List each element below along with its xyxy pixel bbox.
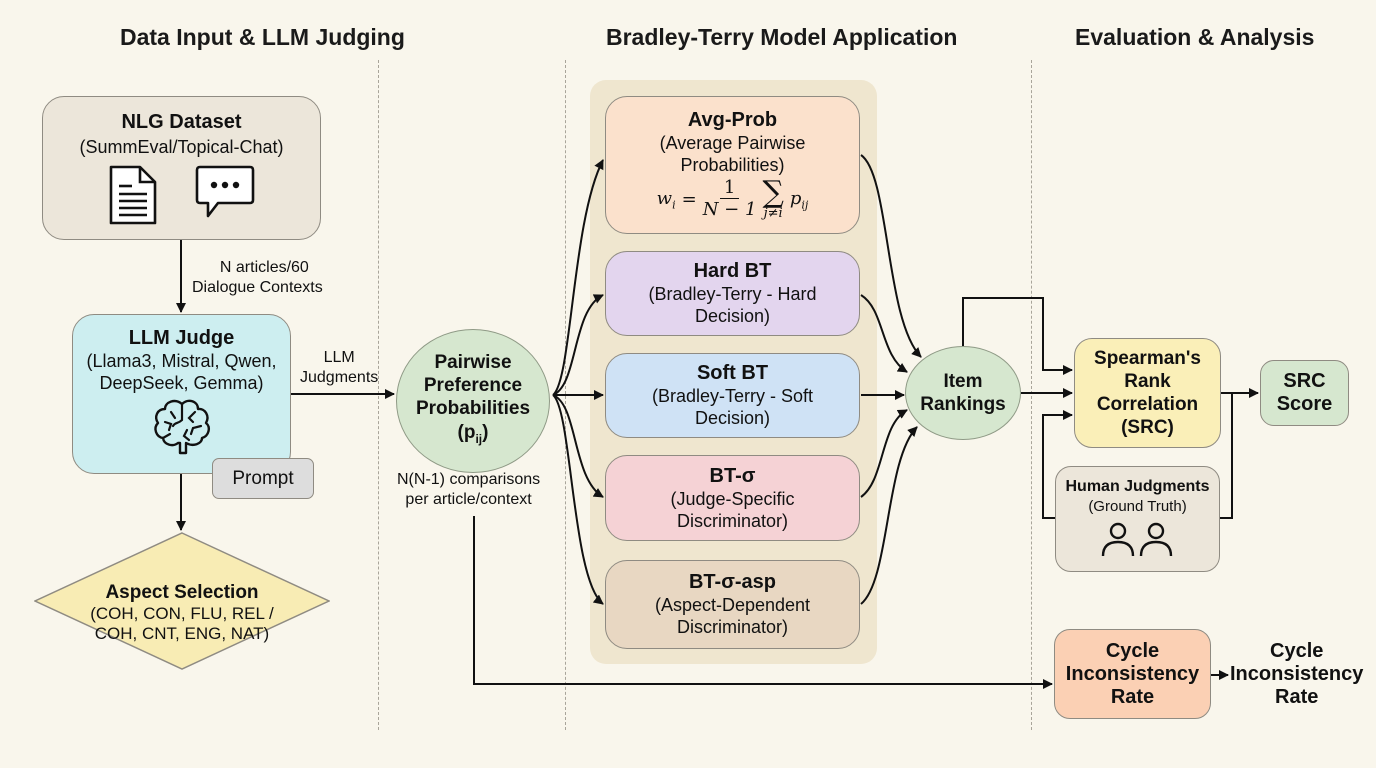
- pairwise-symbol: (pij): [457, 421, 489, 446]
- prompt-node[interactable]: Prompt: [212, 458, 314, 499]
- src-score-label: SRC: [1283, 370, 1326, 392]
- soft-bt-desc: Decision): [694, 408, 771, 428]
- bt-sigma-asp-desc: Discriminator): [676, 617, 788, 637]
- spearman-label: Correlation: [1096, 394, 1199, 415]
- pairwise-label: Probabilities: [415, 397, 531, 419]
- edge-label-llm-judgments: LLM Judgments: [300, 349, 379, 386]
- spearman-label: Rank: [1124, 371, 1171, 392]
- bt-sigma-asp-desc: (Aspect-Dependent: [654, 595, 811, 615]
- item-rankings-label: Item: [943, 371, 983, 392]
- people-icon: [1101, 522, 1172, 557]
- item-rankings-label: Rankings: [920, 394, 1006, 415]
- human-judgments-title: Human Judgments: [1065, 478, 1210, 495]
- avg-prob-desc: Probabilities): [680, 155, 785, 175]
- brain-icon: [153, 399, 210, 455]
- soft-bt-title: Soft BT: [696, 362, 769, 384]
- hard-bt-title: Hard BT: [693, 260, 772, 282]
- chat-bubble-icon: [195, 165, 254, 218]
- llm-judge-models: DeepSeek, Gemma): [99, 373, 264, 393]
- soft-bt-node[interactable]: Soft BT (Bradley-Terry - Soft Decision): [605, 353, 860, 438]
- nlg-dataset-subtitle: (SummEval/Topical-Chat): [79, 137, 284, 157]
- nlg-dataset-node[interactable]: NLG Dataset (SummEval/Topical-Chat): [42, 96, 321, 240]
- item-rankings-node[interactable]: Item Rankings: [905, 346, 1021, 440]
- aspect-selection-line1: (COH, CON, FLU, REL /: [90, 604, 274, 623]
- edge-label-comparisons: N(N-1) comparisons per article/context: [397, 471, 541, 508]
- bt-sigma-asp-node[interactable]: BT-σ-asp (Aspect-Dependent Discriminator…: [605, 560, 860, 649]
- llm-judge-models: (Llama3, Mistral, Qwen,: [86, 351, 277, 371]
- cycle-box-label: Rate: [1110, 685, 1155, 708]
- bt-sigma-desc: Discriminator): [676, 510, 788, 531]
- section-title-data-input: Data Input & LLM Judging: [120, 24, 405, 50]
- document-icon: [109, 165, 156, 225]
- soft-bt-desc: (Bradley-Terry - Soft: [651, 386, 814, 406]
- hard-bt-desc: (Bradley-Terry - Hard: [648, 284, 817, 304]
- line-human-to-src: [1220, 393, 1233, 519]
- avg-prob-node[interactable]: Avg-Prob (Average Pairwise Probabilities…: [605, 96, 860, 234]
- aspect-selection-line2: COH, CNT, ENG, NAT): [94, 624, 270, 643]
- cycle-inconsistency-output: Cycle Inconsistency Rate: [1230, 640, 1364, 708]
- hard-bt-node[interactable]: Hard BT (Bradley-Terry - Hard Decision): [605, 251, 860, 336]
- edge-label-dataset-to-judge: N articles/60 Dialogue Contexts: [192, 259, 323, 296]
- pairwise-label: Pairwise: [434, 351, 512, 373]
- bt-sigma-asp-title: BT-σ-asp: [688, 571, 777, 593]
- llm-judge-node[interactable]: LLM Judge (Llama3, Mistral, Qwen, DeepSe…: [72, 314, 291, 474]
- src-score-label: Score: [1276, 393, 1333, 415]
- section-divider: [378, 60, 379, 730]
- section-divider: [1031, 60, 1032, 730]
- bt-sigma-node[interactable]: BT-σ (Judge-Specific Discriminator): [605, 455, 860, 541]
- human-judgments-subtitle: (Ground Truth): [1088, 498, 1187, 515]
- hard-bt-desc: Decision): [694, 306, 771, 326]
- section-title-bt-model: Bradley-Terry Model Application: [606, 24, 958, 50]
- spearman-label: Spearman's: [1094, 348, 1201, 369]
- cycle-box-label: Cycle: [1105, 639, 1160, 662]
- avg-prob-title: Avg-Prob: [687, 109, 778, 131]
- cycle-box-label: Inconsistency: [1065, 662, 1200, 685]
- bt-sigma-title: BT-σ: [709, 464, 756, 487]
- aspect-selection-title: Aspect Selection: [105, 582, 259, 603]
- human-judgments-node[interactable]: Human Judgments (Ground Truth): [1055, 466, 1220, 572]
- avg-prob-desc: (Average Pairwise: [659, 133, 806, 153]
- pairwise-label: Preference: [423, 374, 523, 396]
- section-divider: [565, 60, 566, 730]
- aspect-selection-diamond[interactable]: [34, 532, 330, 670]
- cycle-inconsistency-node[interactable]: Cycle Inconsistency Rate: [1054, 629, 1211, 719]
- aspect-selection-text: Aspect Selection (COH, CON, FLU, REL / C…: [34, 582, 330, 644]
- section-title-evaluation: Evaluation & Analysis: [1075, 24, 1315, 50]
- src-score-node[interactable]: SRC Score: [1260, 360, 1349, 426]
- llm-judge-title: LLM Judge: [128, 327, 235, 349]
- spearman-node[interactable]: Spearman's Rank Correlation (SRC): [1074, 338, 1221, 448]
- bt-sigma-desc: (Judge-Specific: [670, 488, 795, 509]
- prompt-label: Prompt: [232, 467, 294, 489]
- spearman-label: (SRC): [1121, 417, 1174, 438]
- pairwise-probabilities-node[interactable]: Pairwise Preference Probabilities (pij): [396, 329, 550, 473]
- nlg-dataset-title: NLG Dataset: [121, 111, 242, 133]
